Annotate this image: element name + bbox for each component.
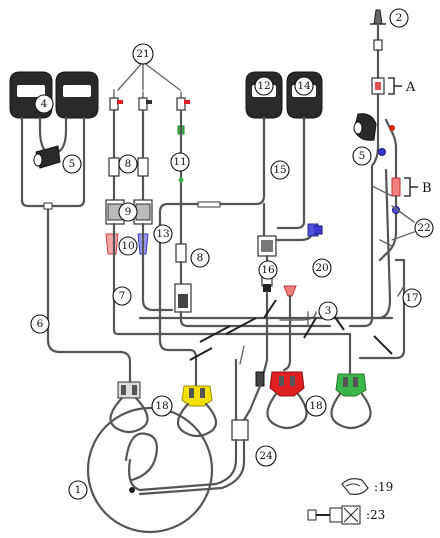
callout-8-top: 8 [118,154,138,174]
central-line-13 [158,130,332,382]
callout-7: 7 [112,286,132,306]
callout-17: 17 [402,288,422,308]
bracket-a [388,77,402,95]
connector-a [371,77,385,122]
loop-red [266,328,308,430]
callout-5-right-text: 5 [359,150,366,162]
callout-1-text: 1 [75,484,82,496]
callout-12-text: 12 [257,80,270,92]
callout-5-right: 5 [352,146,372,166]
callout-16: 16 [258,260,278,280]
callout-10: 10 [118,236,138,256]
connector-20 [283,285,297,332]
callout-24: 24 [255,445,277,467]
leader-17 [397,285,405,297]
spike-line-middle [133,91,174,312]
loop-left [109,376,149,434]
crossover-lines [138,299,394,365]
callout-2-text: 2 [396,12,403,24]
callout-18-left-text: 18 [155,400,168,412]
callout-8-top-text: 8 [125,158,132,170]
callout-10-text: 10 [121,240,134,252]
loop-1 [86,406,214,534]
callout-20: 20 [312,258,332,278]
callout-12: 12 [254,76,274,96]
bag-4b [55,71,99,132]
callout-20-text: 20 [315,262,328,274]
label-b: B [422,181,432,196]
callout-21-text: 21 [136,48,149,60]
central-drop-24 [138,358,269,496]
right-main-tubing [318,118,406,360]
callout-11: 11 [170,152,190,172]
callout-4: 4 [34,94,54,114]
callout-21: 21 [132,43,154,65]
callout-5-left-text: 5 [69,158,76,170]
spike-line-left [105,89,352,336]
small-connector-6 [43,202,53,210]
callout-5-left: 5 [62,154,82,174]
callout-13-text: 13 [156,228,169,240]
spike-line-right [176,91,190,202]
callout-6-text: 6 [37,318,44,330]
callout-15-text: 15 [273,164,286,176]
callout-13: 13 [153,224,173,244]
callout-3-text: 3 [325,305,332,317]
spike-leader-lines-21 [117,61,181,91]
label-a: A [405,80,416,95]
callout-1: 1 [68,480,88,500]
filter-5-right [353,113,377,141]
callout-3: 3 [318,301,338,321]
callout-9: 9 [118,202,138,222]
callout-8-mid-text: 8 [197,252,204,264]
leader-22 [391,205,415,241]
callout-6: 6 [30,314,50,334]
callout-2: 2 [389,8,409,28]
callout-7-text: 7 [119,290,126,302]
bracket-b [404,177,418,197]
loop-yellow [176,378,218,438]
callout-24-text: 24 [259,450,273,462]
callout-18-right: 18 [305,395,327,417]
callout-15: 15 [270,160,290,180]
callout-14: 14 [294,76,314,96]
legend-icon-23 [307,505,361,525]
callout-22-text: 22 [417,222,430,234]
legend-23-text: :23 [366,508,385,522]
callout-18-right-text: 18 [309,400,322,412]
callout-16-text: 16 [261,264,275,276]
callout-11-text: 11 [173,156,186,168]
callout-17-text: 17 [405,292,418,304]
legend-icon-19 [341,478,369,495]
callout-18-left: 18 [151,395,173,417]
callout-14-text: 14 [297,80,311,92]
callout-22: 22 [414,218,434,238]
callout-8-mid: 8 [190,248,210,268]
loop-green [330,332,372,430]
callout-4-text: 4 [41,98,48,110]
legend-19-text: :19 [374,480,393,494]
filter-5-left [33,145,61,169]
spike-2 [370,9,386,80]
callout-9-text: 9 [125,206,132,218]
